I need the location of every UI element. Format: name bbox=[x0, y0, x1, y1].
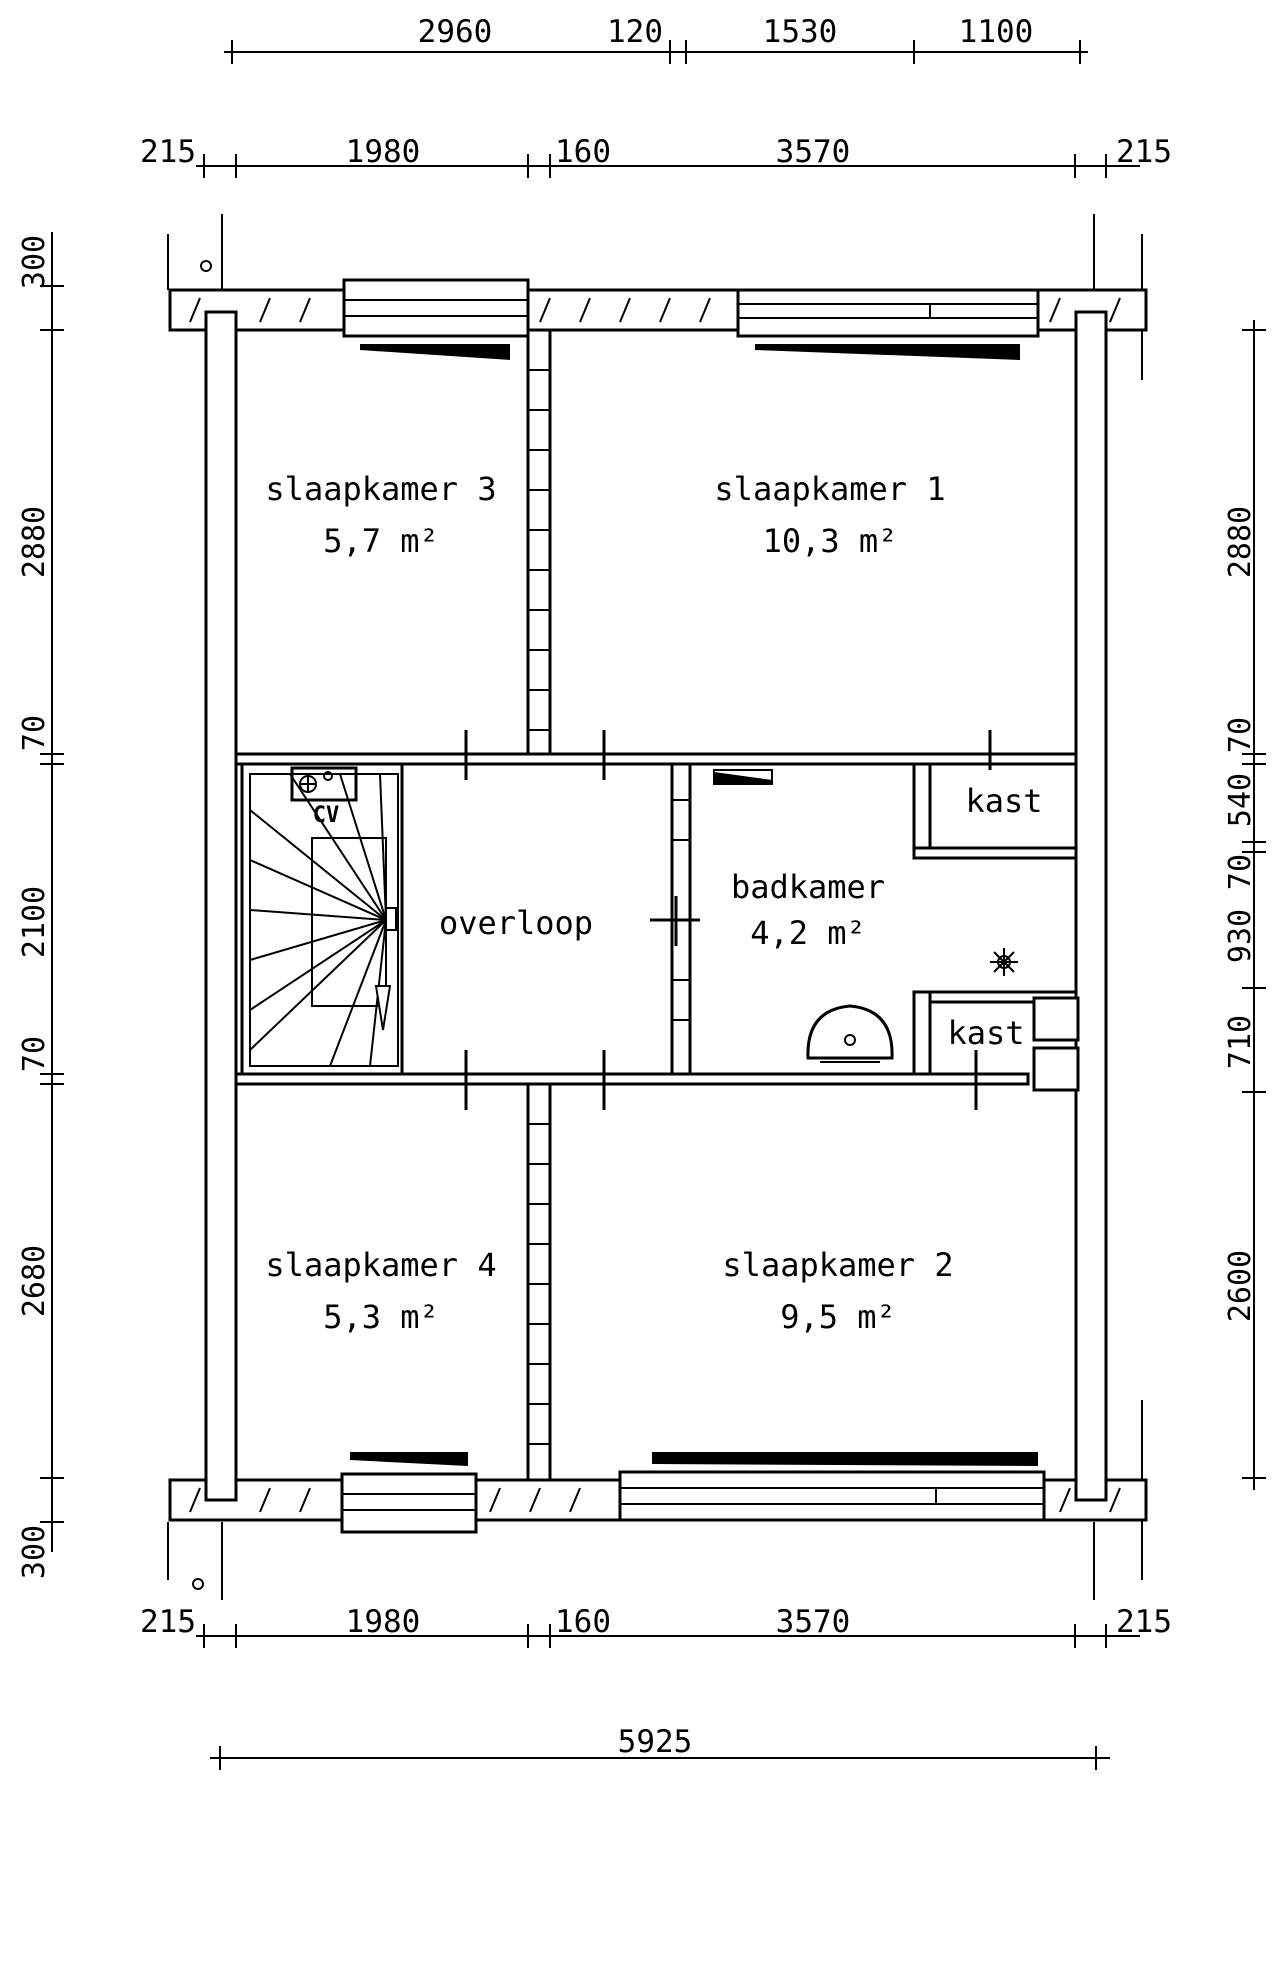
dim-total-5925: 5925 bbox=[618, 1724, 693, 1760]
room-name: slaapkamer 1 bbox=[714, 470, 945, 508]
room-area: 5,3 m² bbox=[323, 1298, 439, 1336]
dim-bottom-1980: 1980 bbox=[346, 1604, 421, 1640]
dim-top2-1980: 1980 bbox=[346, 134, 421, 170]
room-area: 9,5 m² bbox=[780, 1298, 896, 1336]
room-slaapkamer-4: slaapkamer 4 5,3 m² bbox=[265, 1246, 496, 1336]
dimension-top-row2: 215 1980 160 3570 215 bbox=[140, 134, 1172, 178]
dim-right-2600: 2600 bbox=[1223, 1250, 1258, 1322]
room-name: overloop bbox=[439, 904, 593, 942]
dimension-total: 5925 bbox=[210, 1724, 1110, 1770]
room-name: slaapkamer 3 bbox=[265, 470, 496, 508]
dim-top2-160: 160 bbox=[555, 134, 611, 170]
dim-right-70-a: 70 bbox=[1223, 717, 1258, 753]
dimension-bottom-row: 215 1980 160 3570 215 bbox=[140, 1604, 1172, 1648]
window-sash-top-left bbox=[360, 344, 510, 360]
dim-left-70-b: 70 bbox=[17, 1036, 52, 1072]
dim-left-2680: 2680 bbox=[17, 1245, 52, 1317]
shaft-block-top bbox=[1032, 996, 1080, 1042]
dim-bottom-3570: 3570 bbox=[776, 1604, 851, 1640]
cv-label: CV bbox=[313, 803, 340, 828]
mirror-light-icon bbox=[714, 772, 772, 784]
dimension-left: 300 2880 70 2100 70 2680 300 bbox=[17, 232, 64, 1579]
dim-top-1100: 1100 bbox=[959, 14, 1034, 50]
room-slaapkamer-1: slaapkamer 1 10,3 m² bbox=[714, 470, 945, 560]
room-name: kast bbox=[947, 1014, 1024, 1052]
room-slaapkamer-2: slaapkamer 2 9,5 m² bbox=[722, 1246, 953, 1336]
window-sash-bottom-left bbox=[350, 1452, 468, 1466]
dim-bottom-215-left: 215 bbox=[140, 1604, 196, 1640]
windows bbox=[340, 278, 1046, 1534]
dim-top2-215-right: 215 bbox=[1116, 134, 1172, 170]
bathroom-fixtures bbox=[713, 769, 1018, 1063]
dim-bottom-215-right: 215 bbox=[1116, 1604, 1172, 1640]
room-name: kast bbox=[965, 782, 1042, 820]
room-area: 4,2 m² bbox=[750, 914, 866, 952]
shaft-block-bottom bbox=[1032, 1046, 1080, 1092]
dimension-right: 2880 70 540 70 930 710 2600 bbox=[1223, 320, 1266, 1490]
washbasin-icon bbox=[806, 1004, 894, 1063]
dim-right-2880: 2880 bbox=[1223, 506, 1258, 578]
window-sash-top-right bbox=[755, 344, 1020, 360]
interior-walls bbox=[234, 328, 1080, 1482]
dim-left-2100: 2100 bbox=[17, 886, 52, 958]
room-name: slaapkamer 4 bbox=[265, 1246, 496, 1284]
room-area: 10,3 m² bbox=[763, 522, 898, 560]
dim-left-70-a: 70 bbox=[17, 715, 52, 751]
dim-left-300-top: 300 bbox=[17, 235, 52, 289]
light-fixture-icon bbox=[990, 948, 1018, 976]
room-area: 5,7 m² bbox=[323, 522, 439, 560]
dim-left-300-bottom: 300 bbox=[17, 1525, 52, 1579]
dim-right-540: 540 bbox=[1223, 773, 1258, 827]
room-kast-bottom: kast bbox=[947, 1014, 1024, 1052]
dim-top-1530: 1530 bbox=[763, 14, 838, 50]
dim-right-70-b: 70 bbox=[1223, 854, 1258, 890]
dim-right-930: 930 bbox=[1223, 909, 1258, 963]
corner-marker-bottom-icon bbox=[192, 1578, 204, 1590]
dim-top-2960: 2960 bbox=[418, 14, 493, 50]
dim-top-120: 120 bbox=[607, 14, 663, 50]
window-sash-bottom-right bbox=[652, 1452, 1038, 1466]
room-name: slaapkamer 2 bbox=[722, 1246, 953, 1284]
room-badkamer: badkamer 4,2 m² bbox=[731, 868, 885, 952]
room-overloop: overloop bbox=[439, 904, 593, 942]
dim-top2-3570: 3570 bbox=[776, 134, 851, 170]
dim-top2-215-left: 215 bbox=[140, 134, 196, 170]
room-name: badkamer bbox=[731, 868, 885, 906]
corner-marker-top-icon bbox=[200, 260, 212, 272]
dim-right-710: 710 bbox=[1223, 1015, 1258, 1069]
dim-left-2880: 2880 bbox=[17, 506, 52, 578]
dimension-top-row1: 2960 120 1530 1100 bbox=[224, 14, 1088, 64]
room-kast-top: kast bbox=[965, 782, 1042, 820]
cv-boiler: CV bbox=[290, 766, 358, 828]
room-slaapkamer-3: slaapkamer 3 5,7 m² bbox=[265, 470, 496, 560]
dim-bottom-160: 160 bbox=[555, 1604, 611, 1640]
